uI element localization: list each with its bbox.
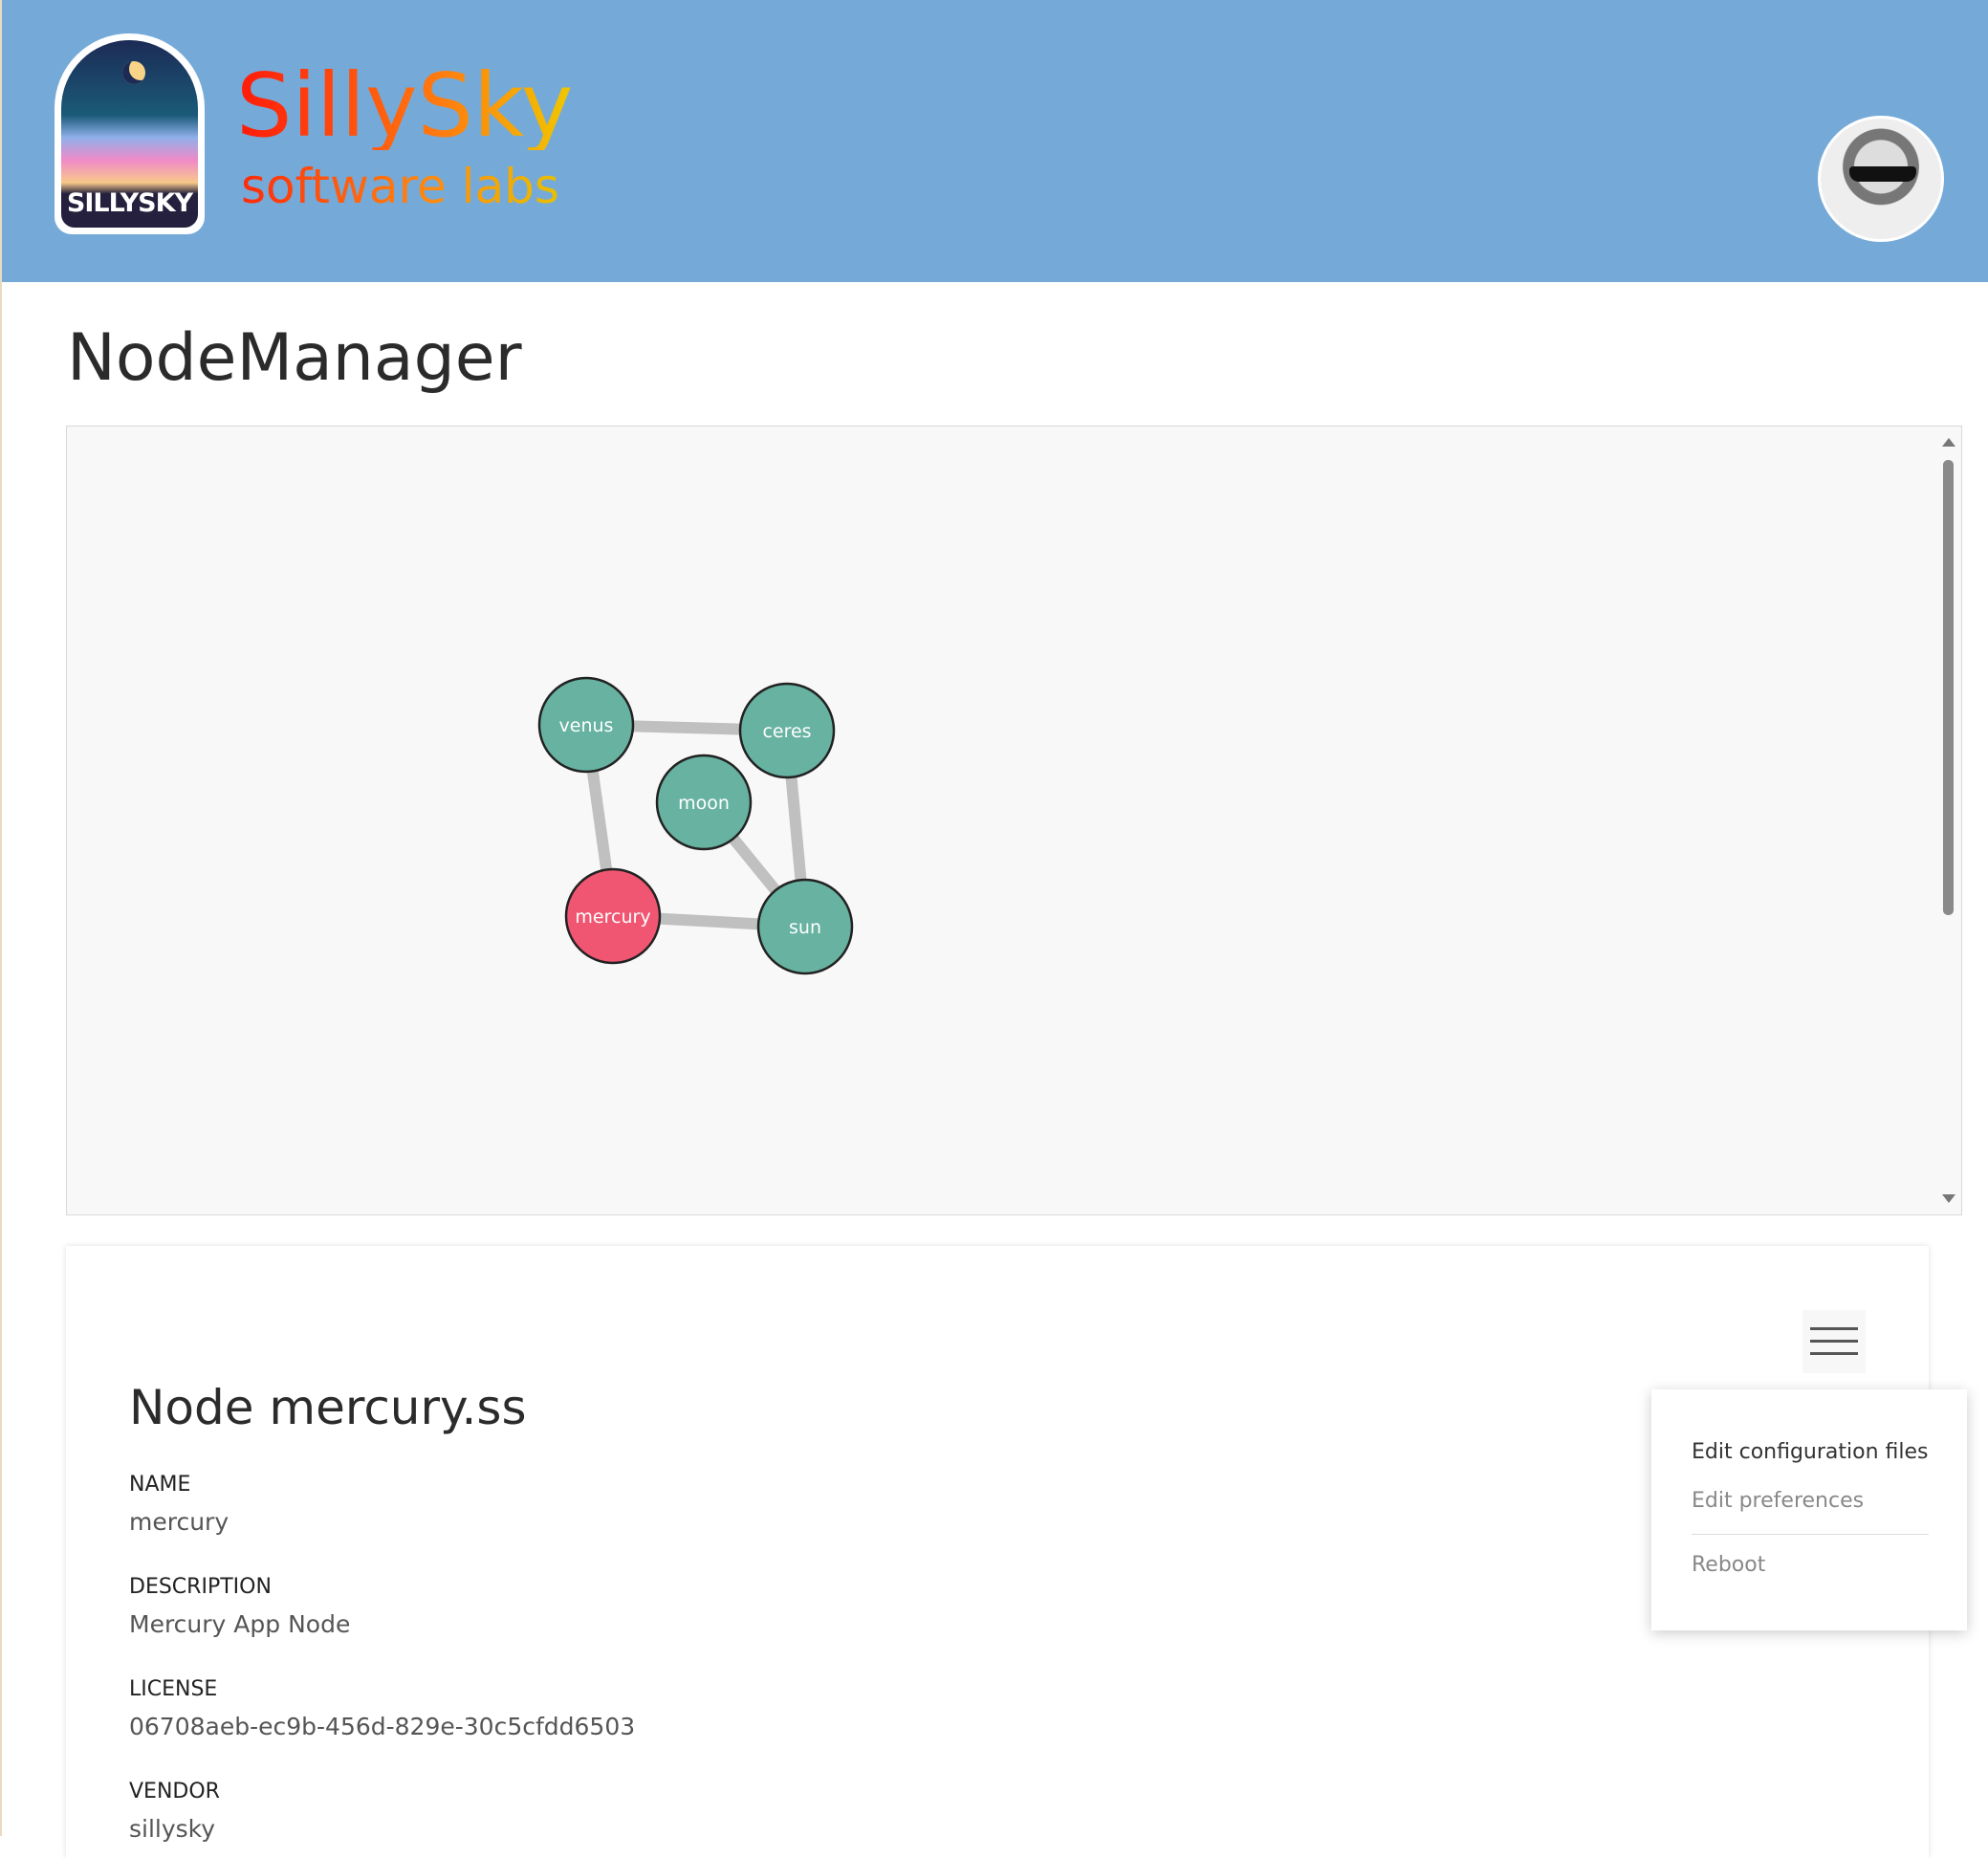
node-label: mercury	[575, 907, 650, 928]
moon-icon	[122, 61, 145, 84]
page-title: NodeManager	[67, 320, 522, 396]
node-label: moon	[678, 793, 730, 814]
node-mercury[interactable]: mercury	[564, 867, 662, 965]
node-graph[interactable]: venus ceres moon mercury sun	[67, 426, 1941, 1214]
node-label: venus	[559, 715, 614, 736]
app-header: SILLYSKY SillySky software labs	[2, 0, 1988, 282]
node-moon[interactable]: moon	[655, 754, 753, 851]
node-detail-card: Node mercury.ss NAME mercury DESCRIPTION…	[66, 1246, 1929, 1858]
scroll-down-arrow[interactable]	[1942, 1194, 1955, 1203]
node-label: ceres	[762, 721, 811, 742]
description-value: Mercury App Node	[129, 1610, 351, 1638]
license-label: LICENSE	[129, 1677, 218, 1701]
node-ceres[interactable]: ceres	[738, 682, 836, 779]
name-value: mercury	[129, 1508, 229, 1536]
name-label: NAME	[129, 1473, 191, 1497]
node-graph-panel[interactable]: venus ceres moon mercury sun	[66, 426, 1962, 1215]
vendor-label: VENDOR	[129, 1780, 220, 1803]
user-avatar[interactable]	[1818, 116, 1944, 242]
menu-item-reboot[interactable]: Reboot	[1692, 1553, 1766, 1577]
node-circle[interactable]	[655, 754, 753, 851]
menu-item-edit-preferences[interactable]: Edit preferences	[1692, 1489, 1865, 1513]
description-label: DESCRIPTION	[129, 1575, 272, 1599]
menu-item-edit-configuration-files[interactable]: Edit configuration files	[1692, 1440, 1929, 1464]
node-heading: Node mercury.ss	[129, 1380, 527, 1435]
license-value: 06708aeb-ec9b-456d-829e-30c5cfdd6503	[129, 1713, 636, 1740]
menu-divider	[1692, 1534, 1929, 1535]
brand-name: SillySky	[236, 55, 574, 157]
sillysky-logo[interactable]: SILLYSKY	[55, 33, 205, 234]
node-actions-menu: Edit configuration files Edit preference…	[1651, 1389, 1967, 1630]
node-circle[interactable]	[756, 878, 854, 975]
node-venus[interactable]: venus	[537, 676, 635, 774]
node-circle[interactable]	[738, 682, 836, 779]
node-label: sun	[789, 917, 821, 938]
hamburger-menu-button[interactable]	[1802, 1310, 1866, 1373]
node-circle[interactable]	[537, 676, 635, 774]
node-circle[interactable]	[564, 867, 662, 965]
brand-subtitle: software labs	[241, 159, 559, 214]
sunglasses-icon	[1849, 166, 1916, 182]
node-sun[interactable]: sun	[756, 878, 854, 975]
logo-text: SILLYSKY	[66, 188, 193, 218]
vendor-value: sillysky	[129, 1815, 216, 1843]
scroll-up-arrow[interactable]	[1942, 438, 1955, 447]
vertical-scrollbar[interactable]	[1943, 460, 1954, 915]
